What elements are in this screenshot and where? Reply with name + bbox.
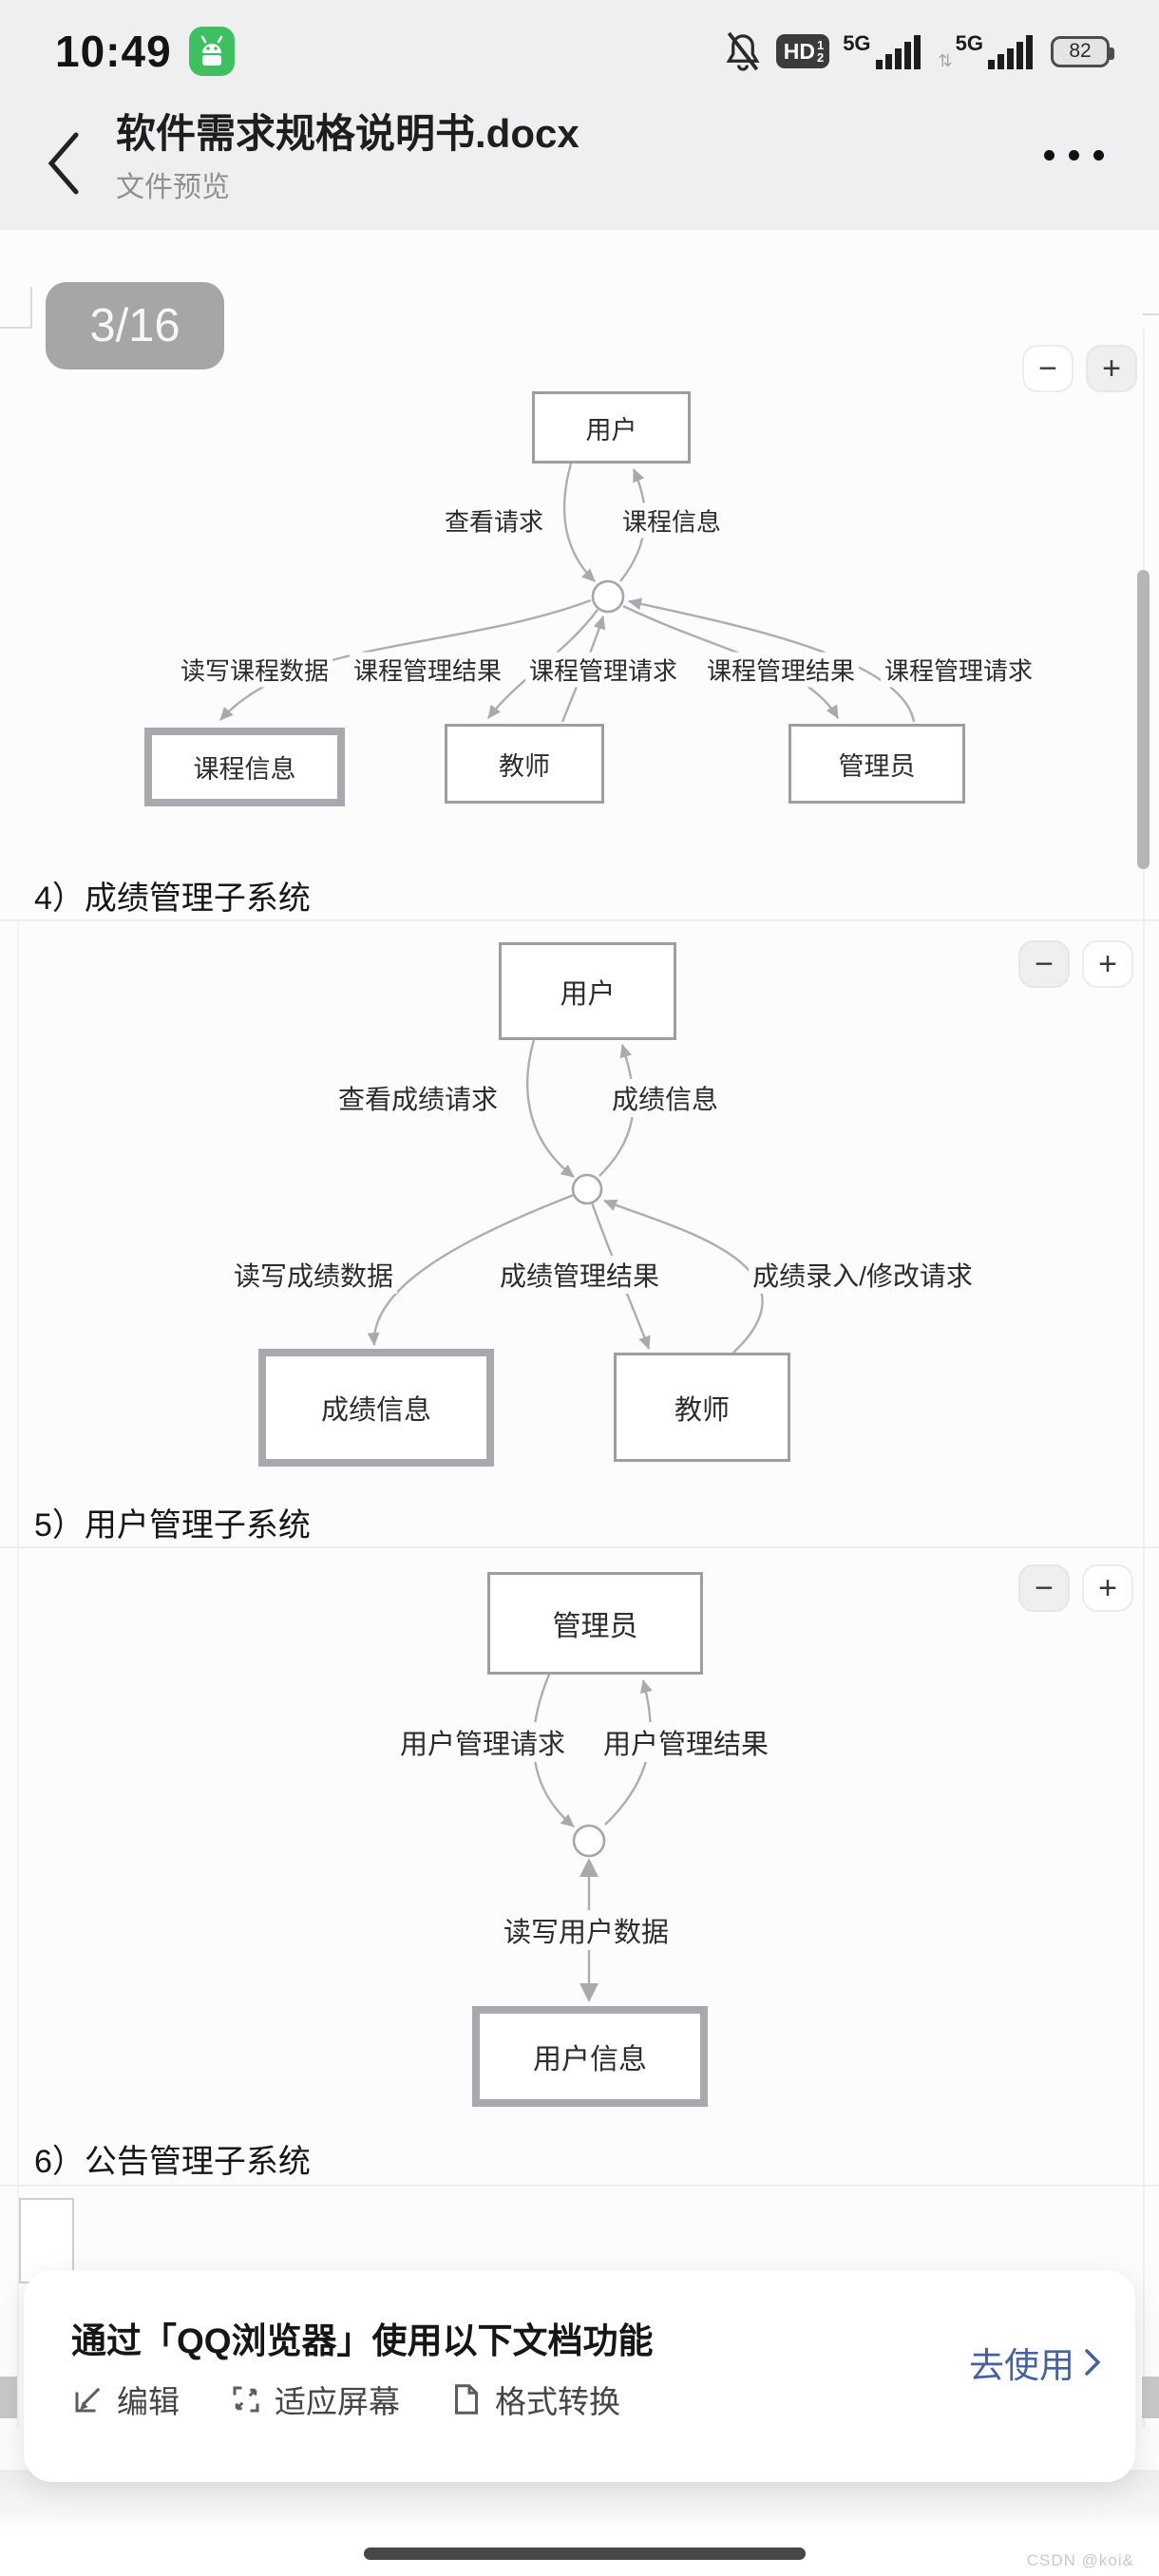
back-button[interactable] (42, 127, 99, 199)
fit-screen-icon (233, 2386, 259, 2413)
battery-nub (1110, 47, 1114, 60)
page-corner-mark (1143, 313, 1159, 315)
zoom-controls: − + (1022, 345, 1137, 392)
section-divider (0, 1546, 1159, 1548)
node-admin: 管理员 (788, 724, 965, 804)
edge-label: 课程管理结果 (349, 652, 506, 688)
zoom-controls: − + (1018, 1564, 1133, 1612)
edge-label: 成绩管理结果 (495, 1256, 664, 1294)
data-arrows-icon: ⇅ (938, 51, 953, 70)
section-heading-4: 4）成绩管理子系统 (34, 881, 311, 917)
zoom-in-button[interactable]: + (1082, 1564, 1133, 1612)
page-right-edge (1143, 329, 1145, 2428)
section-heading-5: 5）用户管理子系统 (34, 1507, 311, 1544)
battery-indicator: 82 (1051, 35, 1114, 67)
edit-icon (75, 2387, 101, 2413)
edge-label: 课程信息 (618, 502, 726, 539)
section-heading-6: 6）公告管理子系统 (34, 2144, 311, 2180)
zoom-out-button[interactable]: − (1018, 1564, 1070, 1612)
edge-label: 课程管理结果 (702, 652, 860, 688)
format-convert-feature-button[interactable]: 格式转换 (449, 2377, 620, 2422)
preview-label: 文件预览 (116, 172, 230, 204)
zoom-in-button[interactable]: + (1086, 345, 1137, 392)
signal-sim2: ⇅ 5G (939, 33, 1037, 69)
edge-label: 成绩信息 (607, 1079, 723, 1117)
node-grade-info-store: 成绩信息 (258, 1349, 494, 1467)
feature-label: 编辑 (117, 2384, 180, 2419)
home-indicator[interactable] (364, 2548, 806, 2560)
edge-label: 读写用户数据 (499, 1910, 674, 1950)
edit-feature-button[interactable]: 编辑 (71, 2377, 180, 2422)
edge-label: 读写课程数据 (176, 652, 333, 688)
edge-label: 课程管理请求 (524, 652, 682, 688)
go-use-label: 去使用 (969, 2346, 1074, 2385)
page-corner-mark (0, 327, 32, 329)
background-stub (1142, 2377, 1159, 2418)
zoom-controls: − + (1018, 940, 1133, 988)
edge-label: 用户管理请求 (395, 1722, 570, 1762)
document-title: 软件需求规格说明书.docx (116, 111, 580, 156)
watermark-text: CSDN @koi& (1026, 2551, 1134, 2569)
chevron-right-icon (1085, 2349, 1101, 2376)
hd-voice-badge: HD 1 2 (775, 34, 830, 68)
signal-bars-icon (988, 35, 1033, 69)
node-user-info-store: 用户信息 (472, 2006, 708, 2107)
feature-label: 格式转换 (495, 2384, 620, 2419)
signal-sim1: 5G (843, 33, 924, 69)
page-corner-mark (30, 287, 32, 329)
clock: 10:49 (55, 27, 172, 76)
android-robot-icon (200, 35, 222, 66)
mute-bell-icon (726, 31, 760, 71)
section-divider (0, 2185, 1159, 2187)
app-header: 软件需求规格说明书.docx 文件预览 (0, 95, 1159, 230)
go-use-button[interactable]: 去使用 (969, 2337, 1103, 2388)
home-bar-area (0, 2532, 1159, 2576)
edge-label: 用户管理结果 (598, 1722, 773, 1762)
zoom-out-button[interactable]: − (1018, 940, 1070, 988)
node-admin: 管理员 (487, 1572, 703, 1675)
page-left-edge (17, 919, 19, 2428)
edge-label: 查看请求 (440, 502, 548, 539)
fit-screen-feature-button[interactable]: 适应屏幕 (229, 2377, 400, 2422)
back-chevron-icon (48, 132, 79, 195)
status-bar: 10:49 HD 1 (0, 0, 1159, 95)
qq-browser-promo-sheet: 通过「QQ浏览器」使用以下文档功能 编辑 适应屏幕 (24, 2270, 1135, 2482)
edge-label: 课程管理请求 (880, 652, 1037, 688)
node-user: 用户 (532, 391, 691, 464)
node-user: 用户 (499, 942, 676, 1040)
background-stub (0, 2377, 17, 2418)
page-indicator-chip: 3/16 (46, 282, 224, 369)
section-divider (0, 919, 1159, 921)
sheet-title: 通过「QQ浏览器」使用以下文档功能 (71, 2321, 654, 2360)
zoom-in-button[interactable]: + (1082, 940, 1133, 988)
signal-bars-icon (875, 35, 921, 69)
document-viewer[interactable]: 3/16 − + (0, 230, 1159, 2470)
android-app-icon (188, 27, 235, 76)
node-course-info-store: 课程信息 (144, 728, 345, 806)
scrollbar-thumb[interactable] (1137, 570, 1150, 869)
edge-label: 成绩录入/修改请求 (749, 1256, 977, 1294)
feature-list: 编辑 适应屏幕 格式转换 (71, 2377, 620, 2422)
edge-label: 查看成绩请求 (333, 1079, 503, 1117)
node-teacher: 教师 (614, 1353, 790, 1462)
feature-label: 适应屏幕 (275, 2384, 400, 2419)
zoom-out-button[interactable]: − (1022, 345, 1074, 392)
edge-label: 读写成绩数据 (229, 1256, 398, 1294)
more-menu-button[interactable] (1044, 150, 1104, 161)
node-teacher: 教师 (445, 724, 604, 804)
file-convert-icon (455, 2384, 478, 2415)
